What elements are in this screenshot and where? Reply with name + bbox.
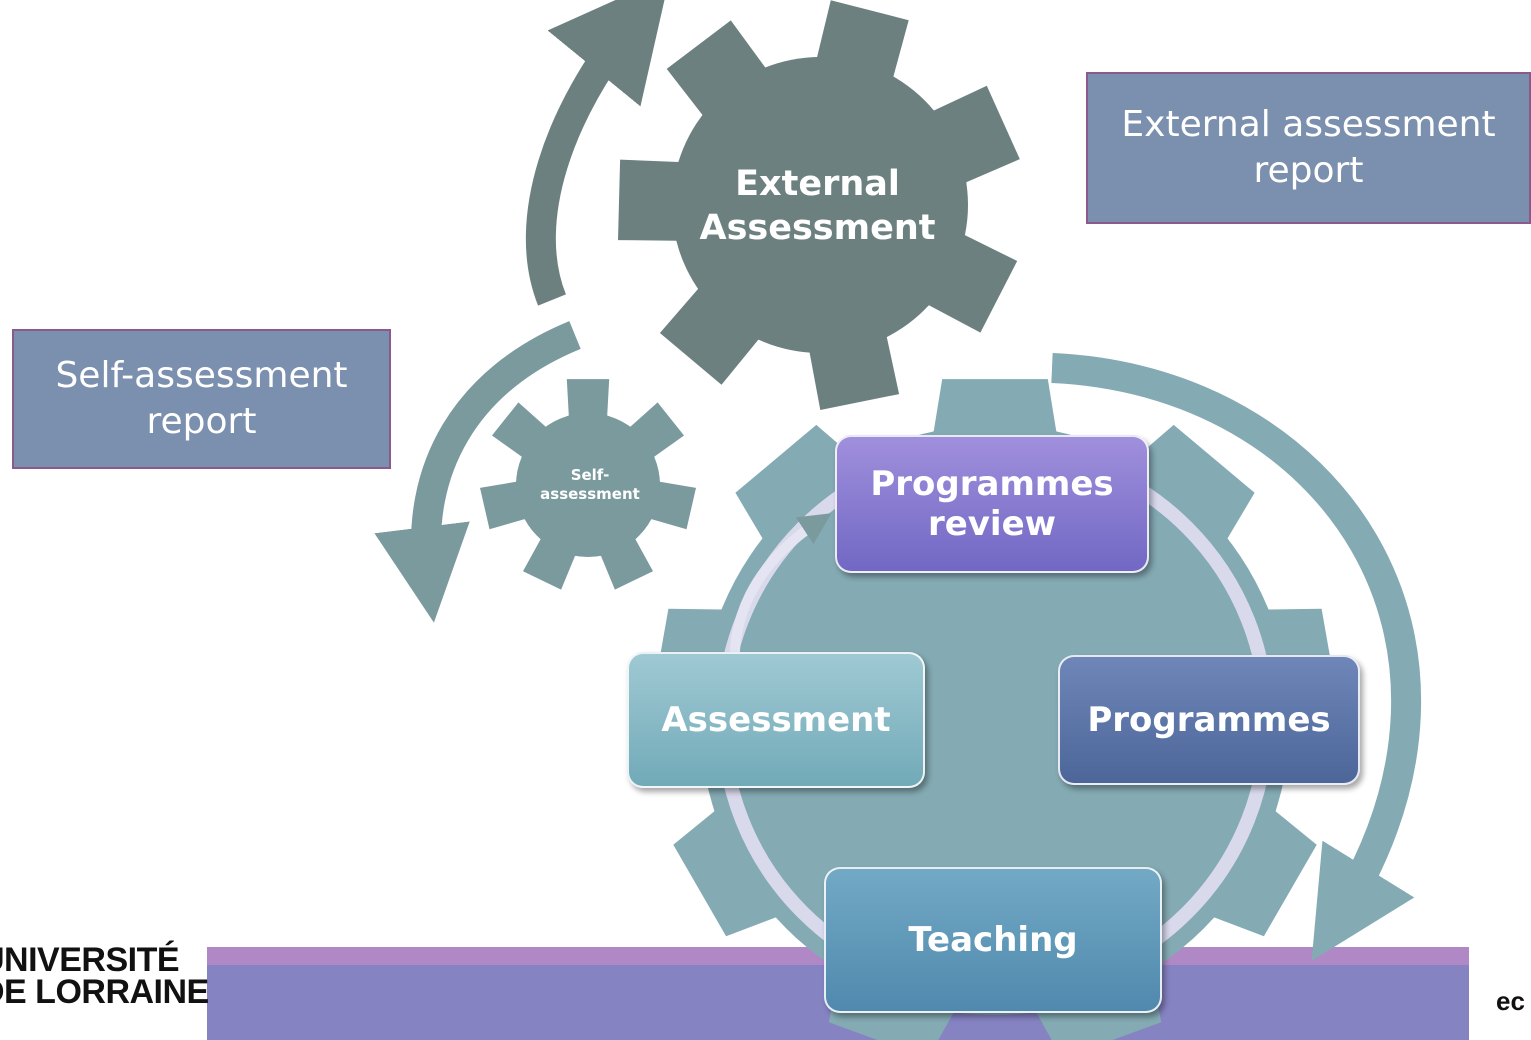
arrow-down-left-icon [374,321,581,623]
logo-line-1: UNIVERSITÉ [0,941,180,979]
assessment-box: Assessment [627,652,925,788]
programmes-review-box: Programmes review [835,435,1149,573]
external-assessment-gear [618,0,1020,411]
external-assessment-report-box: External assessment report [1086,72,1531,224]
partner-logo-fragment: ec [1496,986,1525,1016]
programmes-box: Programmes [1058,655,1360,785]
arrow-up-icon [525,0,670,306]
arrow-clockwise-icon [1051,353,1422,961]
logo-line-2: DE LORRAINE [0,973,209,1011]
universite-de-lorraine-logo: UNIVERSITÉ DE LORRAINE [0,941,209,1011]
self-assessment-gear [480,379,696,590]
self-assessment-gear-label: Self-assessment [540,466,640,503]
self-assessment-report-box: Self-assessment report [12,329,391,469]
small-gear-body [516,413,660,557]
external-assessment-gear-label: External Assessment [699,164,936,248]
ext-gear-body [672,57,968,353]
teaching-box: Teaching [824,867,1162,1013]
